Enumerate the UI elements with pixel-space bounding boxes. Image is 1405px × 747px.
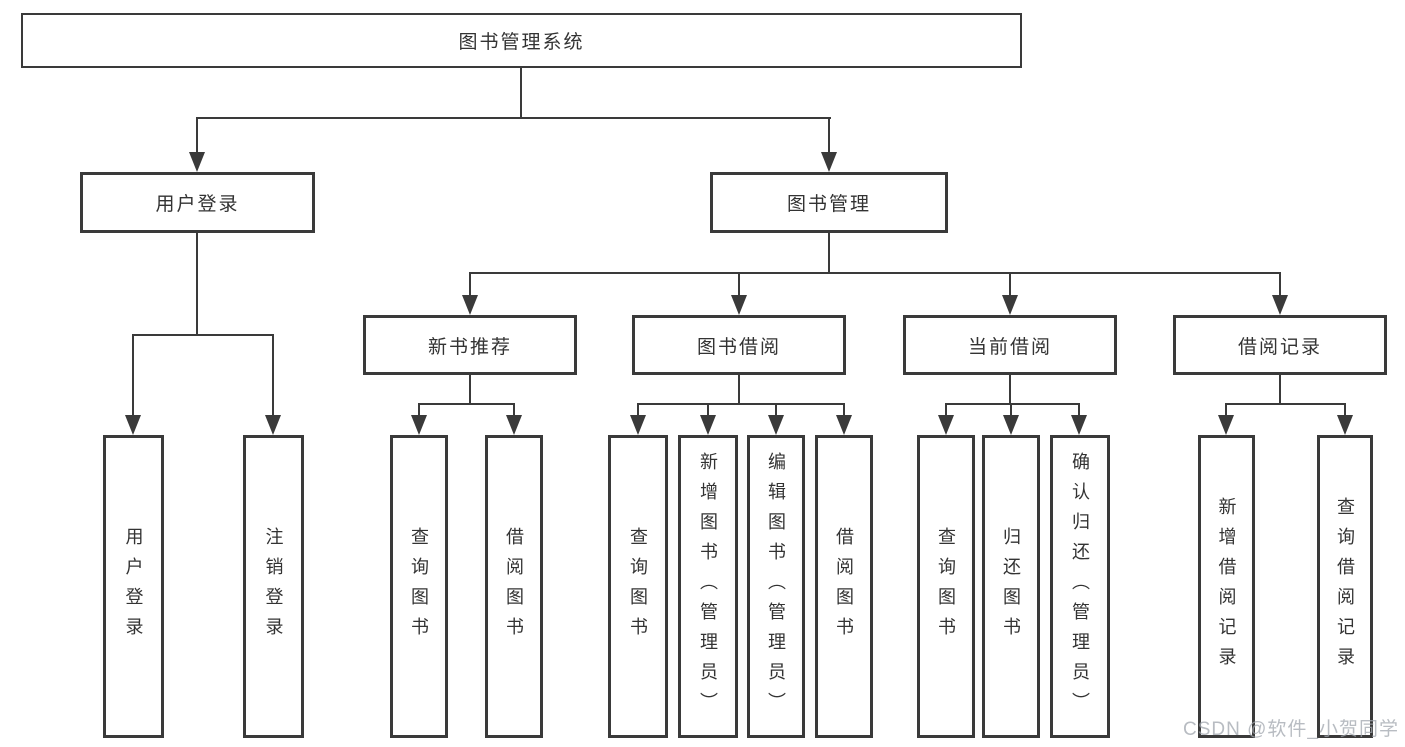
connector-line bbox=[945, 403, 947, 418]
node-label: 图书管理 bbox=[786, 194, 871, 215]
arrowhead-down-icon bbox=[630, 415, 646, 435]
leaf-query-books-borrowing: 查询图书 bbox=[608, 435, 668, 738]
connector-line bbox=[1009, 375, 1011, 405]
leaf-return-books: 归还图书 bbox=[982, 435, 1040, 738]
arrowhead-down-icon bbox=[1071, 415, 1087, 435]
leaf-label: 查询借阅记录 bbox=[1335, 496, 1355, 677]
leaf-user-login: 用户登录 bbox=[103, 435, 164, 738]
connector-line bbox=[707, 403, 709, 418]
node-book-management: 图书管理 bbox=[710, 172, 948, 233]
arrowhead-down-icon bbox=[1272, 295, 1288, 315]
connector-line bbox=[469, 272, 471, 298]
connector-line bbox=[272, 334, 274, 417]
leaf-label: 新增借阅记录 bbox=[1216, 496, 1237, 677]
arrowhead-down-icon bbox=[700, 415, 716, 435]
arrowhead-down-icon bbox=[125, 415, 141, 435]
arrowhead-down-icon bbox=[731, 295, 747, 315]
connector-line bbox=[775, 403, 777, 418]
leaf-borrow-books-recommend: 借阅图书 bbox=[485, 435, 543, 738]
arrowhead-down-icon bbox=[462, 295, 478, 315]
connector-line bbox=[1009, 272, 1011, 298]
leaf-label: 新增图书（管理员） bbox=[698, 451, 718, 722]
arrowhead-down-icon bbox=[189, 152, 205, 172]
node-label: 图书借阅 bbox=[696, 336, 781, 358]
leaf-label: 归还图书 bbox=[1001, 526, 1021, 647]
node-label: 图书管理系统 bbox=[458, 32, 585, 53]
connector-line bbox=[843, 403, 845, 418]
connector-line bbox=[637, 403, 639, 418]
leaf-label: 确认归还（管理员） bbox=[1070, 451, 1090, 722]
connector-line bbox=[196, 117, 831, 119]
leaf-confirm-return-admin: 确认归还（管理员） bbox=[1050, 435, 1110, 738]
connector-line bbox=[132, 334, 274, 336]
node-label: 当前借阅 bbox=[967, 336, 1052, 358]
connector-line bbox=[196, 232, 198, 336]
connector-line bbox=[1344, 403, 1346, 418]
arrowhead-down-icon bbox=[821, 152, 837, 172]
arrowhead-down-icon bbox=[506, 415, 522, 435]
connector-line bbox=[1225, 403, 1227, 418]
leaf-query-books-recommend: 查询图书 bbox=[390, 435, 448, 738]
arrowhead-down-icon bbox=[265, 415, 281, 435]
connector-line bbox=[418, 403, 420, 418]
node-label: 用户登录 bbox=[155, 194, 240, 215]
connector-line bbox=[513, 403, 515, 418]
leaf-label: 编辑图书（管理员） bbox=[766, 451, 786, 722]
node-label: 新书推荐 bbox=[427, 336, 512, 358]
leaf-label: 查询图书 bbox=[936, 526, 956, 647]
leaf-logout-login: 注销登录 bbox=[243, 435, 304, 738]
node-label: 借阅记录 bbox=[1237, 336, 1322, 358]
connector-line bbox=[1010, 403, 1012, 418]
node-book-borrowing: 图书借阅 bbox=[632, 315, 846, 375]
connector-line bbox=[469, 375, 471, 405]
arrowhead-down-icon bbox=[836, 415, 852, 435]
leaf-label: 查询图书 bbox=[409, 526, 429, 647]
node-library-management-system: 图书管理系统 bbox=[21, 13, 1022, 68]
node-new-book-recommendation: 新书推荐 bbox=[363, 315, 577, 375]
connector-line bbox=[196, 117, 198, 156]
arrowhead-down-icon bbox=[1002, 295, 1018, 315]
connector-line bbox=[520, 67, 522, 118]
leaf-label: 查询图书 bbox=[628, 526, 648, 647]
connector-line bbox=[418, 403, 515, 405]
node-user-login: 用户登录 bbox=[80, 172, 315, 233]
leaf-label: 借阅图书 bbox=[504, 526, 524, 647]
connector-line bbox=[1225, 403, 1345, 405]
leaf-add-borrow-record: 新增借阅记录 bbox=[1198, 435, 1255, 738]
leaf-label: 注销登录 bbox=[263, 526, 284, 647]
arrowhead-down-icon bbox=[1337, 415, 1353, 435]
arrowhead-down-icon bbox=[1003, 415, 1019, 435]
leaf-add-books-admin: 新增图书（管理员） bbox=[678, 435, 738, 738]
node-borrowing-records: 借阅记录 bbox=[1173, 315, 1387, 375]
connector-line bbox=[945, 403, 1079, 405]
leaf-label: 借阅图书 bbox=[834, 526, 854, 647]
connector-line bbox=[1279, 375, 1281, 405]
connector-line bbox=[1078, 403, 1080, 418]
connector-line bbox=[828, 232, 830, 274]
connector-line bbox=[1279, 272, 1281, 298]
arrowhead-down-icon bbox=[411, 415, 427, 435]
leaf-label: 用户登录 bbox=[123, 526, 144, 647]
leaf-query-books-current: 查询图书 bbox=[917, 435, 975, 738]
connector-line bbox=[637, 403, 844, 405]
connector-line bbox=[132, 334, 134, 417]
connector-line bbox=[738, 272, 740, 298]
connector-line bbox=[828, 117, 830, 156]
leaf-query-borrow-record: 查询借阅记录 bbox=[1317, 435, 1373, 738]
leaf-borrow-books-borrowing: 借阅图书 bbox=[815, 435, 873, 738]
node-current-borrowing: 当前借阅 bbox=[903, 315, 1117, 375]
connector-line bbox=[738, 375, 740, 405]
connector-line bbox=[469, 272, 1281, 274]
arrowhead-down-icon bbox=[938, 415, 954, 435]
leaf-edit-books-admin: 编辑图书（管理员） bbox=[747, 435, 805, 738]
arrowhead-down-icon bbox=[768, 415, 784, 435]
arrowhead-down-icon bbox=[1218, 415, 1234, 435]
